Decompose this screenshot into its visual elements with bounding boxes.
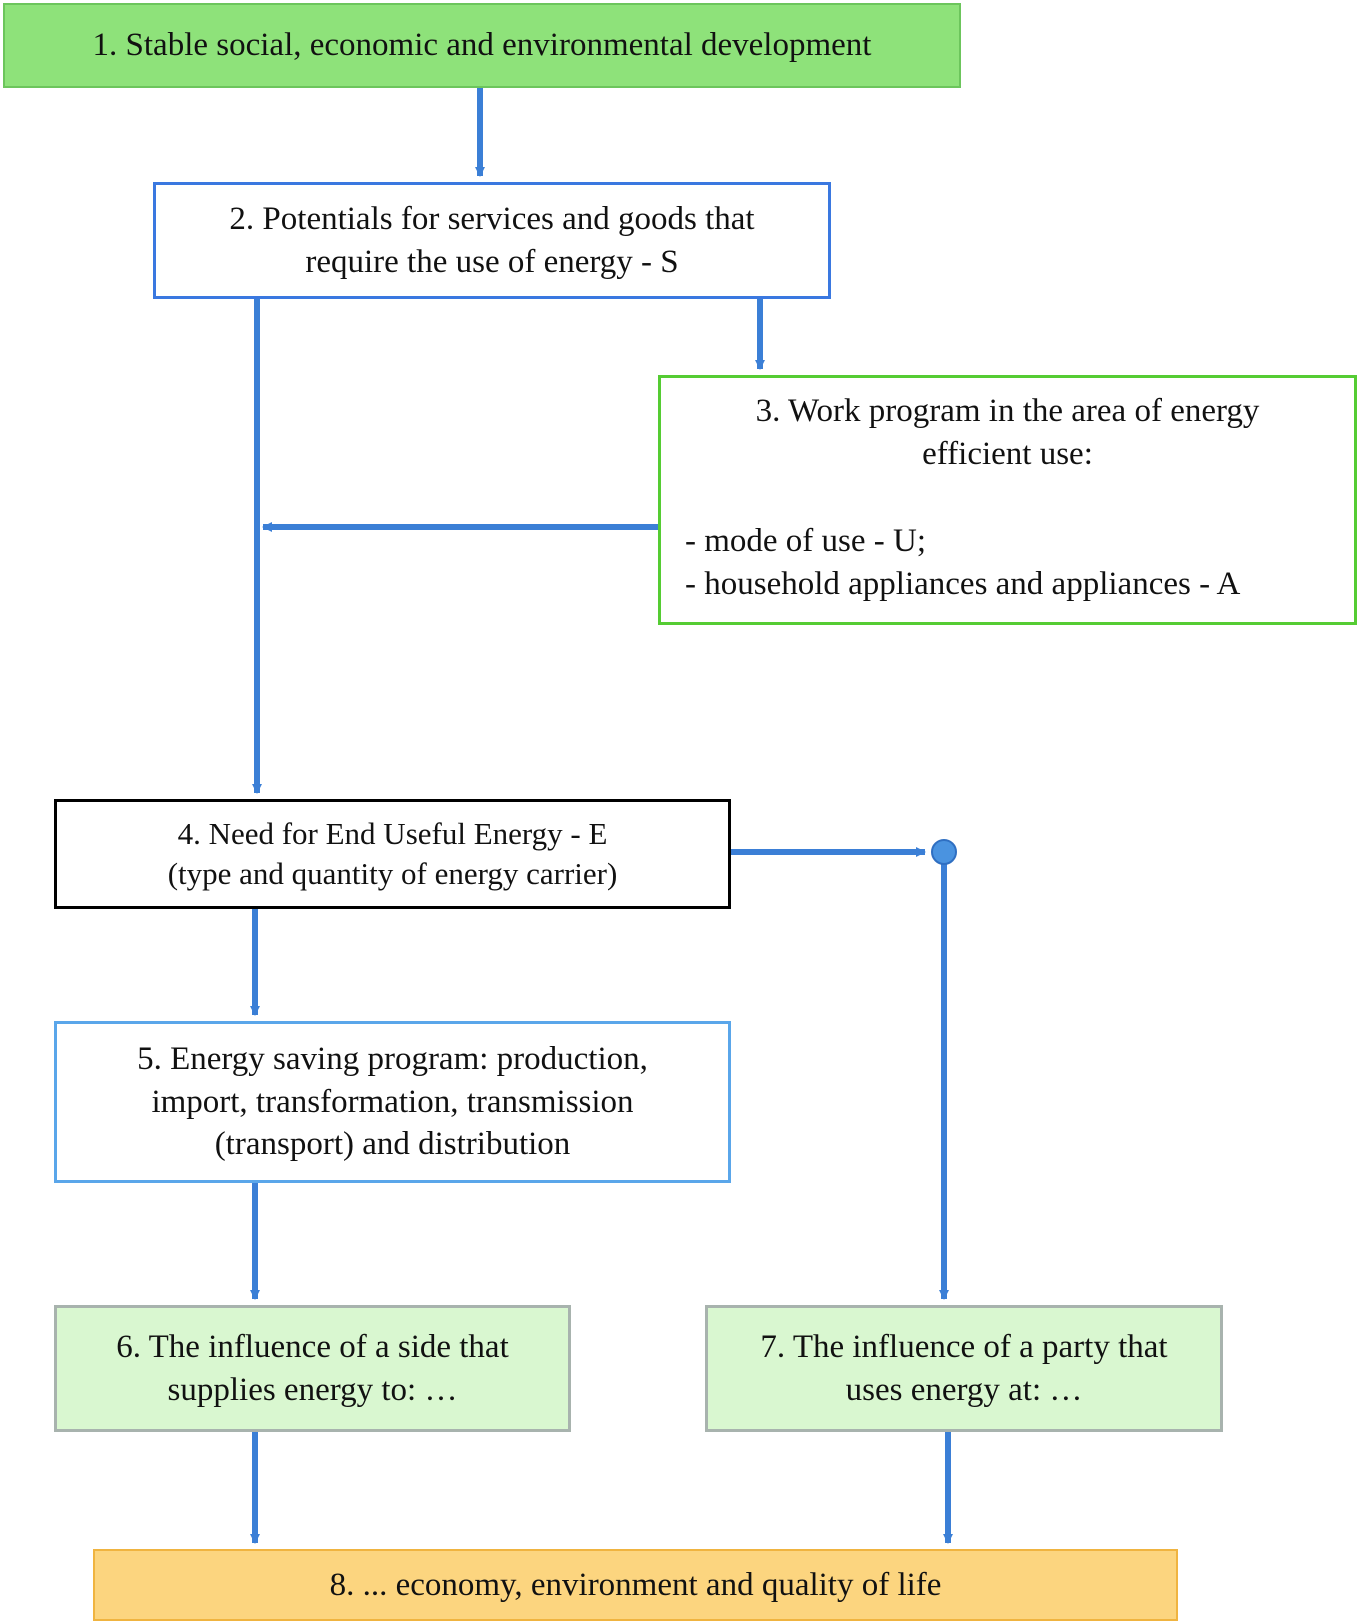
box-3-item-mode-of-use: - mode of use - U;	[685, 522, 927, 559]
box-supplier-influence: 6. The influence of a side that supplies…	[54, 1305, 571, 1432]
box-5-line-2: import, transformation, transmission	[151, 1083, 634, 1120]
box-end-useful-energy: 4. Need for End Useful Energy - E (type …	[54, 799, 731, 909]
box-3-line-1: 3. Work program in the area of energy	[755, 393, 1260, 429]
box-5-line-1: 5. Energy saving program: production,	[137, 1040, 648, 1077]
box-8-text: 8. ... economy, environment and quality …	[329, 1566, 942, 1603]
box-4-line-2: (type and quantity of energy carrier)	[167, 856, 618, 891]
junction-dot	[931, 839, 957, 865]
box-energy-saving-program: 5. Energy saving program: production, im…	[54, 1021, 731, 1183]
box-2-line-2: require the use of energy - S	[305, 243, 679, 280]
box-2-line-1: 2. Potentials for services and goods tha…	[229, 200, 755, 237]
box-7-line-1: 7. The influence of a party that	[760, 1328, 1168, 1365]
box-stable-development: 1. Stable social, economic and environme…	[3, 3, 961, 88]
box-3-item-appliances: - household appliances and appliances - …	[685, 565, 1241, 602]
box-potentials: 2. Potentials for services and goods tha…	[153, 182, 831, 299]
box-5-line-3: (transport) and distribution	[214, 1126, 571, 1163]
box-6-line-2: supplies energy to: …	[167, 1371, 458, 1408]
box-6-line-1: 6. The influence of a side that	[116, 1328, 509, 1365]
box-3-line-2: efficient use:	[922, 435, 1093, 472]
box-7-line-2: uses energy at: …	[845, 1371, 1083, 1408]
box-user-influence: 7. The influence of a party that uses en…	[705, 1305, 1223, 1432]
box-work-program: 3. Work program in the area of energy ef…	[658, 375, 1357, 625]
box-1-text: 1. Stable social, economic and environme…	[92, 27, 872, 64]
box-economy-environment-quality: 8. ... economy, environment and quality …	[93, 1549, 1178, 1621]
box-4-line-1: 4. Need for End Useful Energy - E	[177, 815, 608, 851]
